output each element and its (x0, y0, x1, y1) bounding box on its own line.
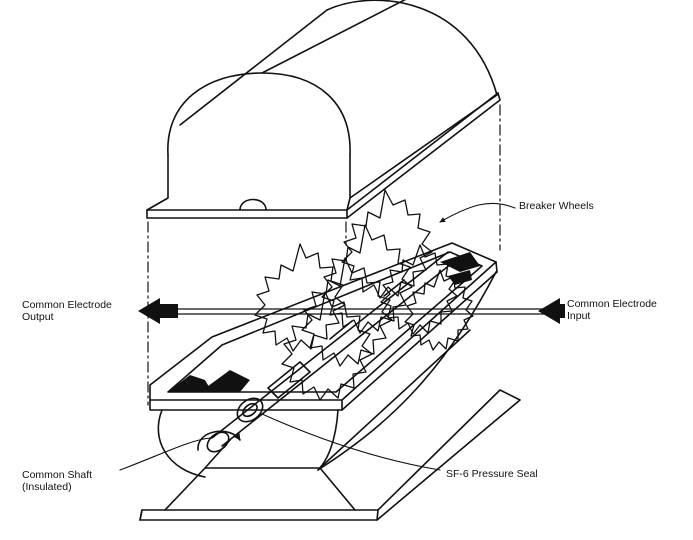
breaker-wheels (254, 189, 474, 401)
trough (149, 242, 498, 478)
common-shaft-label: Common Shaft (Insulated) (22, 469, 92, 493)
input-label-line1: Common Electrode (567, 298, 657, 310)
breaker-wheel (341, 189, 433, 299)
common-shaft (206, 251, 457, 453)
base-stand (139, 329, 521, 521)
pressure-seal (236, 397, 264, 423)
rotation-arrow (197, 430, 241, 451)
electrode-conductor (159, 308, 546, 315)
breaker-wheels-label: Breaker Wheels (519, 200, 594, 212)
breaker-wheel (321, 224, 413, 334)
shaft-label-line2: (Insulated) (22, 481, 72, 493)
breaker-wheel (281, 291, 373, 401)
shaft-label-line1: Common Shaft (22, 469, 93, 481)
breaker-wheel (254, 243, 346, 352)
leader-lines (119, 202, 516, 471)
breaker-wheel (380, 244, 458, 335)
top-cover (146, 0, 501, 219)
breaker-wheel (301, 257, 393, 367)
output-label-line2: Output (22, 311, 54, 323)
input-label-line2: Input (567, 310, 591, 322)
input-arrow (538, 298, 565, 324)
electrode-contacts (168, 252, 480, 392)
common-electrode-input-label: Common Electrode Input (567, 298, 657, 322)
output-label-line1: Common Electrode (22, 299, 112, 311)
breaker-wheel (404, 269, 474, 351)
common-electrode-output-label: Common Electrode Output (22, 299, 112, 323)
alignment-lines (147, 104, 501, 406)
output-arrow (138, 298, 178, 324)
sf6-pressure-seal-label: SF-6 Pressure Seal (446, 468, 538, 480)
